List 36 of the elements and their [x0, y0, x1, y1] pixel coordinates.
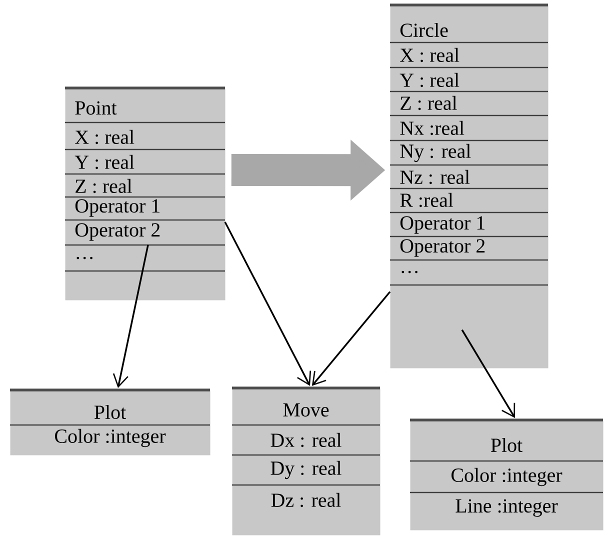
- class-box: [390, 4, 548, 368]
- attribute-text: Operator 2: [75, 223, 160, 241]
- attribute-text: X : real: [75, 130, 134, 144]
- class-name: Plot: [94, 404, 126, 420]
- class-name: Point: [75, 101, 117, 115]
- attribute-text: Y : real: [74, 154, 134, 170]
- attribute-text: Color :integer: [55, 428, 166, 448]
- attribute-text: Operator 1: [400, 216, 484, 234]
- arrow: [461, 329, 516, 418]
- attribute-text: …: [402, 270, 418, 274]
- attribute-text: Nz : real: [400, 170, 470, 184]
- arrow: [224, 222, 312, 386]
- attribute-text: Dx : real: [270, 432, 342, 448]
- class-box: [232, 386, 380, 536]
- arrow: [312, 291, 391, 386]
- attribute-text: Dz : real: [271, 492, 341, 508]
- class-box: [10, 388, 210, 456]
- class-name: Circle: [400, 22, 448, 38]
- attribute-text: Color :integer: [452, 468, 562, 486]
- attribute-text: Dy : real: [270, 460, 342, 480]
- attribute-text: X : real: [400, 48, 460, 62]
- class-name: Plot: [490, 438, 522, 452]
- class-box: [65, 86, 226, 300]
- attribute-text: Nx :real: [400, 120, 464, 136]
- attribute-text: Ny : real: [400, 144, 471, 162]
- attribute-text: Operator 1: [75, 199, 160, 217]
- arrow: [112, 244, 149, 388]
- class-box: [410, 418, 604, 530]
- attribute-text: Y : real: [400, 72, 460, 88]
- attribute-text: Z : real: [76, 178, 132, 194]
- attribute-text: Operator 2: [400, 239, 485, 257]
- attribute-text: R :real: [400, 192, 454, 208]
- attribute-text: Z : real: [400, 96, 457, 110]
- attribute-text: Line :integer: [456, 499, 558, 517]
- class-name: Move: [283, 403, 329, 417]
- attribute-text: …: [76, 256, 92, 260]
